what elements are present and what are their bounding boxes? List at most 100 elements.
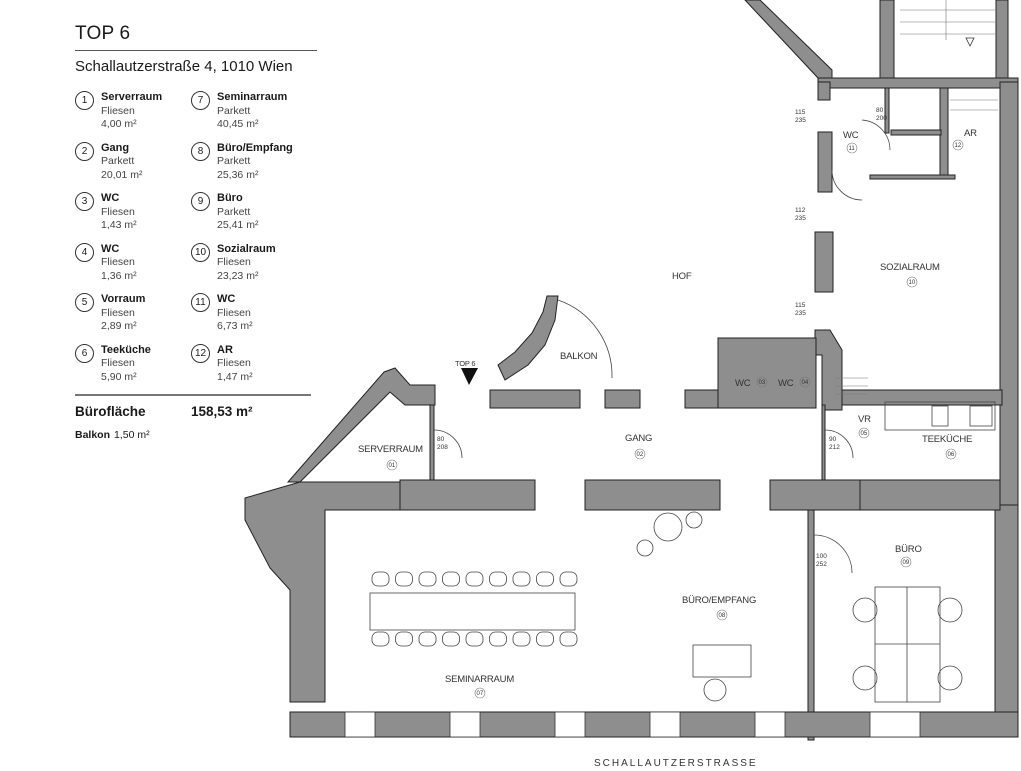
room-number-badge: 10	[191, 242, 210, 262]
wall-wc-west-2	[817, 131, 833, 193]
wall-wc-stall-1	[884, 87, 890, 134]
wall-gang-north-1	[489, 389, 581, 409]
room-material: Fliesen	[101, 104, 135, 117]
label-vr: VR	[858, 414, 871, 425]
wall-sozial-west-2	[814, 329, 843, 411]
chair	[852, 665, 878, 691]
chair	[442, 571, 460, 587]
dim-value: 112	[795, 207, 806, 214]
south-windows	[344, 711, 921, 738]
reception-desk	[692, 644, 752, 678]
room-name: WC	[101, 242, 120, 255]
room-area: 6,73 m²	[217, 320, 253, 332]
wall-wc-bottom	[869, 174, 956, 180]
window	[554, 711, 586, 738]
dim-value: 252	[816, 561, 827, 568]
chair	[418, 571, 437, 587]
label-wc3: WC	[735, 378, 751, 389]
num-12: 12	[955, 143, 962, 149]
chair	[636, 539, 654, 557]
window	[449, 711, 481, 738]
wall-sozial-west-1	[814, 231, 834, 293]
chair	[852, 597, 878, 623]
room-name: WC	[217, 293, 236, 305]
chair	[937, 597, 963, 623]
room-name: Vorraum	[101, 293, 146, 305]
dim-value: 235	[795, 117, 806, 124]
total-label: Bürofläche	[75, 404, 146, 419]
balcony-door-arc	[557, 299, 613, 379]
entrance-arrow-icon	[461, 368, 478, 385]
chair	[371, 571, 390, 587]
round-table	[653, 512, 683, 542]
wall-server-east	[429, 404, 435, 481]
wall-diagonal-top	[744, 0, 833, 83]
room-number-badge: 8	[191, 141, 210, 161]
wall-wc-west-1	[817, 81, 831, 101]
chair	[465, 571, 484, 587]
num-03: 03	[759, 380, 766, 386]
reception-furniture	[636, 511, 752, 702]
label-seminarraum: SEMINARRAUM	[445, 674, 514, 685]
street-name: SCHALLAUTZERSTRASSE	[594, 758, 758, 769]
room-name: Büro/Empfang	[217, 141, 293, 154]
unit-title: TOP 6	[75, 23, 131, 44]
label-balkon: BALKON	[560, 351, 598, 362]
buero-door-arc	[813, 534, 853, 574]
label-ar: AR	[964, 128, 977, 139]
wall-central-2	[584, 479, 721, 511]
wall-central-3	[769, 479, 861, 511]
dim-value: 115	[795, 302, 806, 309]
chair	[937, 665, 963, 691]
room-name: Sozialraum	[217, 242, 276, 255]
chair	[395, 571, 413, 587]
office-area-total: Bürofläche 158,53 m²	[75, 404, 320, 419]
room-name: Büro	[217, 192, 243, 204]
dim-value: 80	[437, 436, 445, 443]
num-08: 08	[719, 613, 726, 619]
label-entrance: TOP 6	[455, 359, 475, 368]
num-09: 09	[903, 560, 910, 566]
doors	[433, 119, 891, 574]
kitchen-counter	[884, 401, 996, 431]
room-area: 25,36 m²	[217, 168, 259, 181]
label-empfang: BÜRO/EMPFANG	[682, 595, 756, 606]
wall-wc-top	[817, 77, 1019, 89]
room-material: Fliesen	[217, 357, 251, 369]
room-material: Parkett	[217, 104, 251, 117]
label-wc4: WC	[778, 378, 794, 389]
label-wc11: WC	[843, 130, 859, 141]
num-01: 01	[389, 463, 396, 469]
room-area: 5,90 m²	[101, 370, 137, 383]
room-area: 1,36 m²	[101, 269, 137, 282]
wall-balcony-curve	[497, 295, 559, 381]
num-06: 06	[948, 452, 955, 458]
sink	[931, 405, 949, 427]
dimension-labels: 115 235 112 235 115 235 80 200 80 208 90…	[437, 107, 887, 568]
window	[649, 711, 681, 738]
num-02: 02	[637, 452, 644, 458]
chair	[559, 571, 578, 587]
wall-wc-block	[717, 337, 817, 409]
wall-stair-right	[995, 0, 1009, 83]
wall-central-1	[399, 479, 536, 511]
chair	[371, 631, 390, 647]
label-hof: HOF	[672, 271, 692, 282]
